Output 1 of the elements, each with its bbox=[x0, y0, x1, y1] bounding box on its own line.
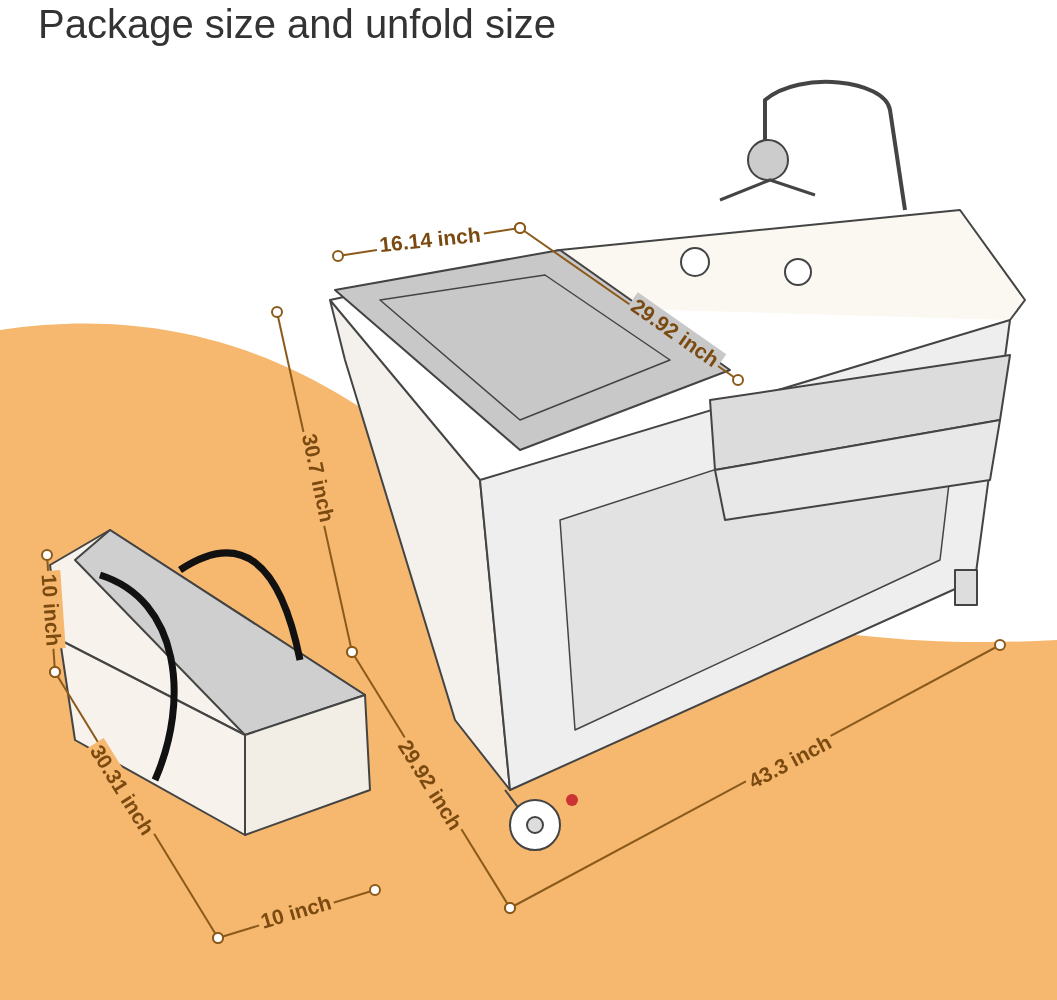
title: Package size and unfold size bbox=[38, 2, 557, 47]
